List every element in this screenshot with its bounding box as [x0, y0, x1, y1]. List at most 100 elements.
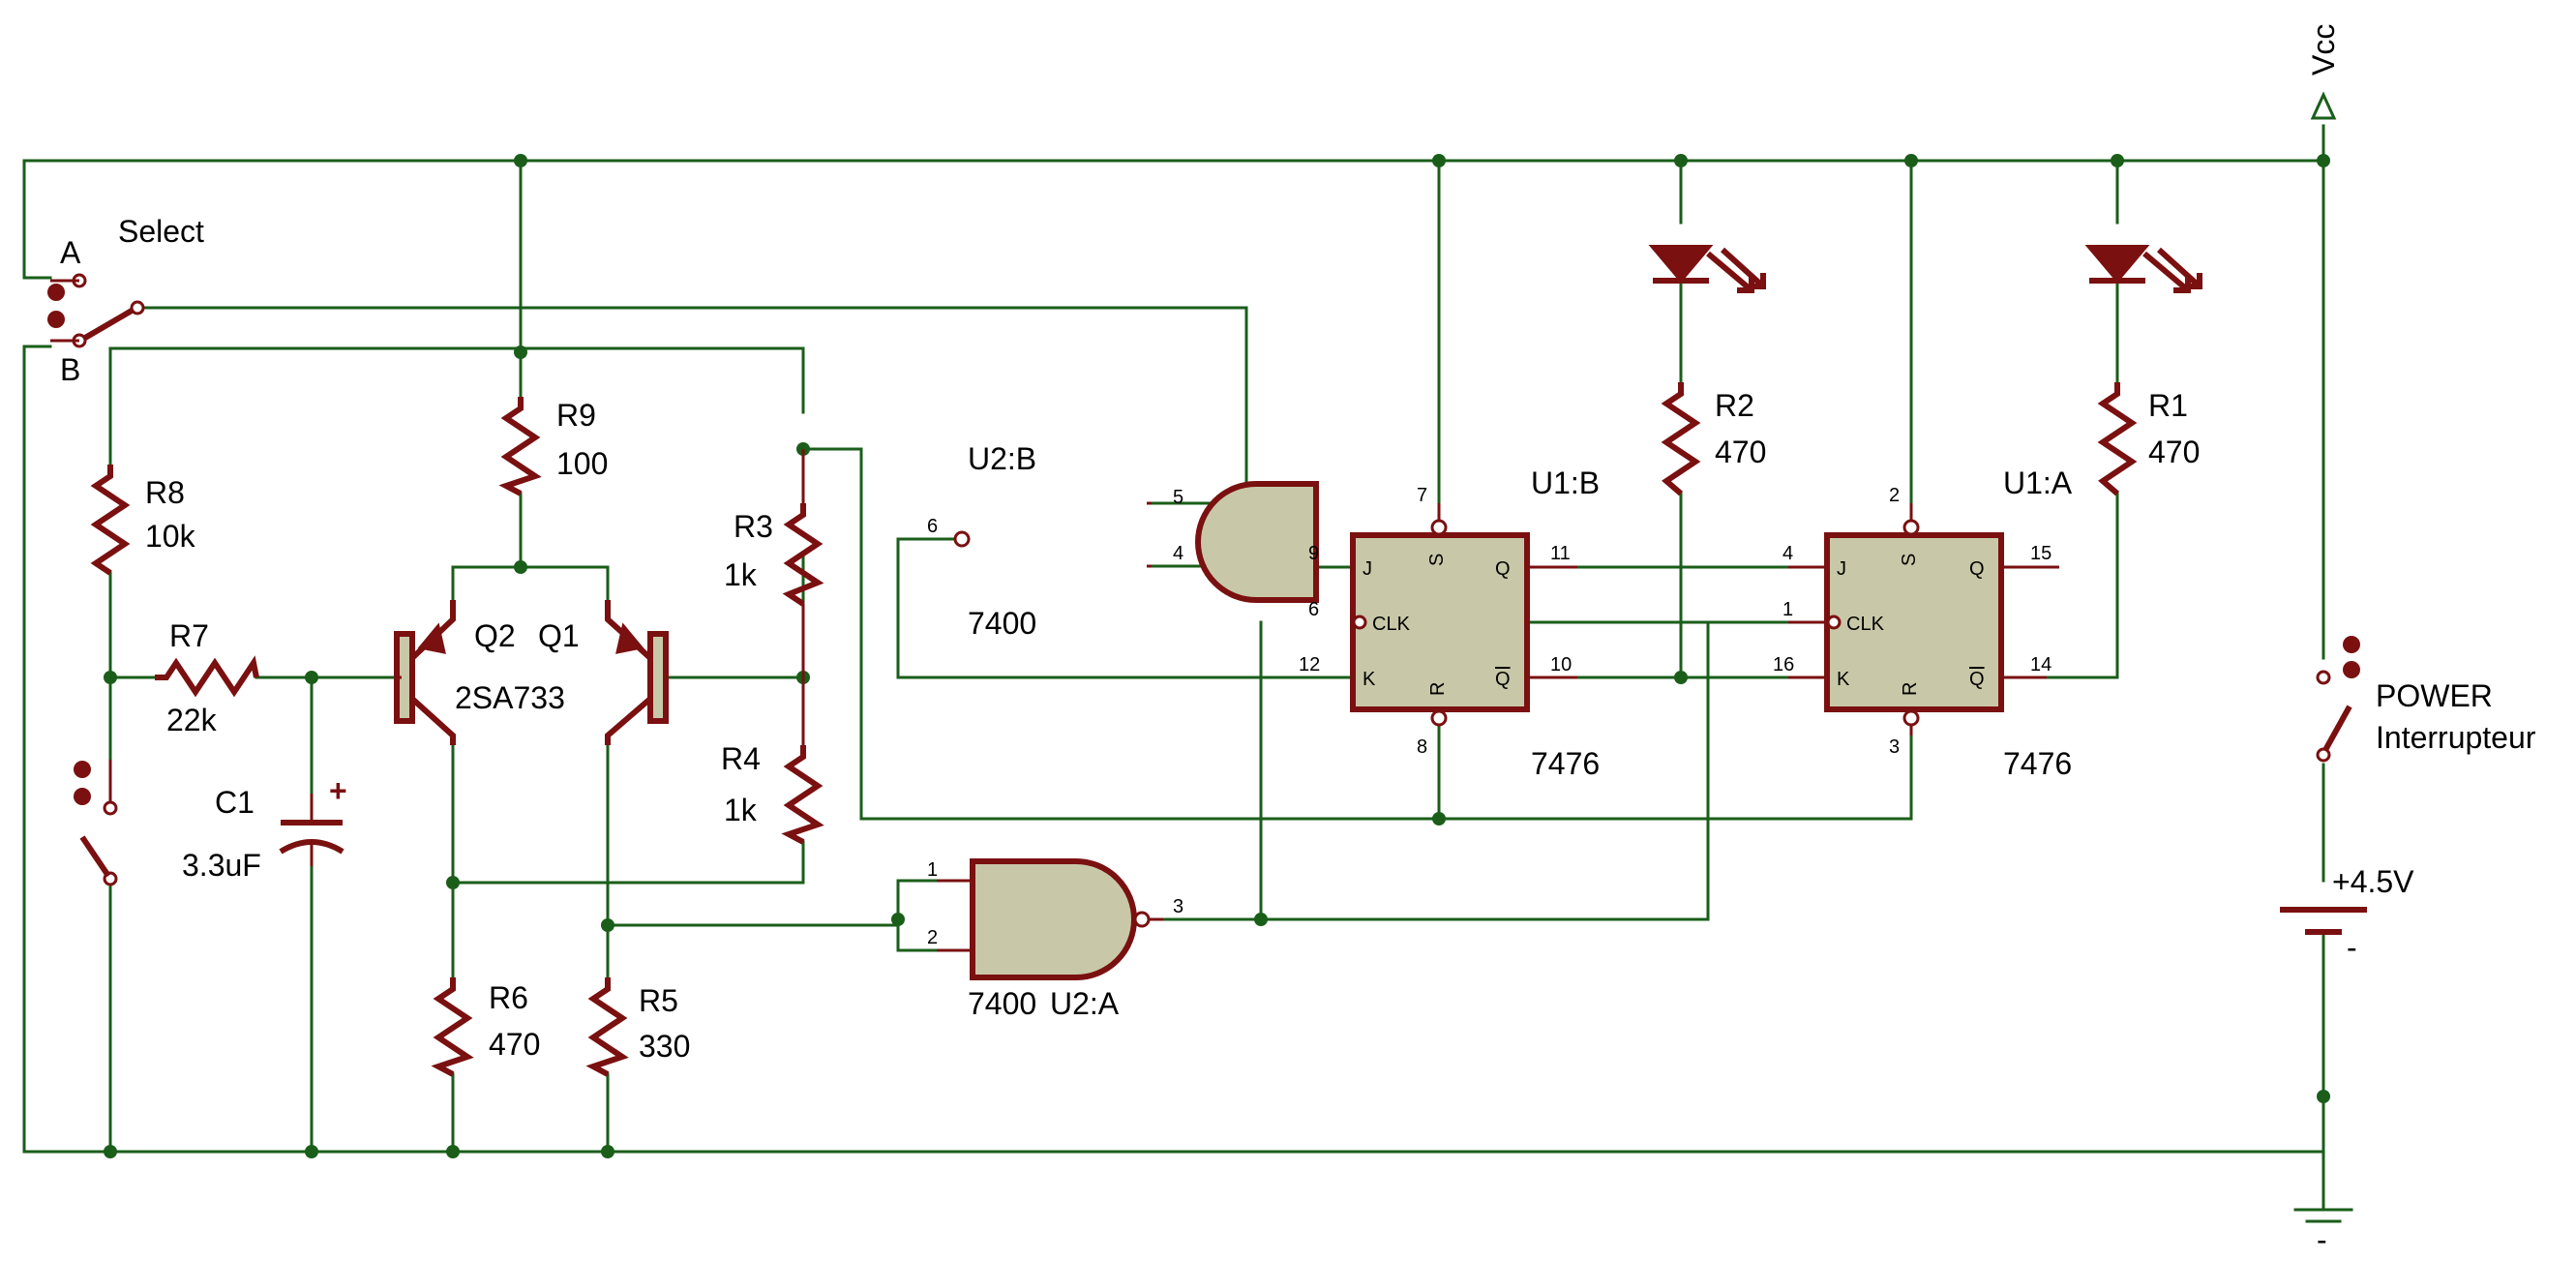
u1b-pin-s: 7: [1417, 485, 1427, 506]
junction-dot: [514, 154, 527, 167]
transistor-part: 2SA733: [455, 680, 565, 715]
nand-gate-u2b: 6 5 4 U2:B 7400: [927, 441, 1319, 641]
junction-dot: [1254, 913, 1268, 926]
select-switch[interactable]: Select A B: [47, 214, 204, 387]
select-title: Select: [118, 214, 204, 249]
u2a-ref: U2:A: [1050, 986, 1120, 1021]
vcc-label: Vcc: [2306, 24, 2341, 75]
junction-dot: [1904, 154, 1918, 167]
u1a-label-q: Q: [1969, 558, 1985, 580]
u1b-ref: U1:B: [1531, 465, 1600, 500]
u1b-label-q: Q: [1495, 558, 1511, 580]
r2-value: 470: [1715, 435, 1766, 469]
junction-dot: [514, 345, 527, 359]
u1a-part: 7476: [2003, 746, 2072, 781]
r8-value: 10k: [145, 519, 196, 554]
select-pos-a: A: [60, 235, 81, 270]
junction-dot: [891, 913, 905, 926]
junction-dot: [2111, 154, 2124, 167]
u1b-pin-k: 12: [1299, 654, 1320, 676]
u2b-ref: U2:B: [968, 441, 1036, 476]
ground-minus: -: [2317, 1222, 2327, 1257]
r1-ref: R1: [2148, 388, 2188, 423]
junction-dot: [1432, 812, 1446, 826]
power-switch[interactable]: POWER Interrupteur: [2316, 636, 2536, 763]
r4-value: 1k: [724, 793, 758, 827]
resistor-r9: R9 100: [498, 397, 608, 496]
u2b-pin-b: 4: [1173, 543, 1183, 564]
u1b-label-k: K: [1363, 669, 1376, 690]
u1a-label-qbar: Q: [1969, 669, 1985, 690]
junction-dot: [305, 1145, 318, 1158]
u1a-label-s: S: [1899, 554, 1920, 566]
q2-ref: Q2: [474, 618, 516, 653]
junction-dot: [1432, 154, 1446, 167]
vcc-terminal: Vcc: [2306, 24, 2341, 120]
u2b-part: 7400: [968, 606, 1036, 641]
u1a-ref: U1:A: [2003, 465, 2073, 500]
u2b-pin-a: 5: [1173, 487, 1183, 508]
u2a-output-bubble: [1133, 911, 1151, 928]
switch-common: [130, 300, 145, 315]
resistor-r3: R3 1k: [724, 449, 824, 677]
battery-minus: -: [2347, 930, 2357, 965]
flipflop-u1b: J S Q CLK K R Q 9 7 11 6 12 8 10 U1:B 74…: [1299, 465, 1600, 781]
u1a-pin-j: 4: [1782, 543, 1793, 564]
u1b-part: 7476: [1531, 746, 1600, 781]
r9-ref: R9: [556, 398, 596, 433]
u2a-part: 7400: [968, 986, 1036, 1021]
u1b-label-j: J: [1363, 558, 1372, 580]
c1-plus: +: [329, 773, 347, 808]
u1a-label-clk: CLK: [1846, 614, 1885, 635]
u1a-label-j: J: [1837, 558, 1846, 580]
resistor-r7: R7 22k: [155, 618, 259, 737]
junction-dot: [1674, 671, 1688, 684]
resistor-r1: R1 470: [2097, 382, 2200, 496]
u1a-pin-k: 16: [1773, 654, 1794, 676]
u1a-pin-r: 3: [1889, 736, 1900, 758]
battery: +4.5V -: [2280, 864, 2414, 965]
switch-lever: [83, 308, 134, 341]
r3-ref: R3: [734, 509, 773, 544]
junction-dot: [2317, 154, 2330, 167]
u1a-pin-q: 15: [2030, 543, 2052, 564]
junction-dot: [305, 671, 318, 684]
u2a-pin-a: 1: [927, 859, 938, 881]
r5-value: 330: [639, 1029, 690, 1064]
power-switch-label-2: Interrupteur: [2376, 720, 2536, 755]
led-d1: [1648, 245, 1766, 293]
u2a-pin-b: 2: [927, 927, 938, 948]
u2b-output-bubble: [953, 530, 971, 548]
r7-value: 22k: [166, 703, 218, 737]
resistor-r2: R2 470: [1661, 382, 1766, 496]
transistor-q1: Q2 Q1 2SA733: [455, 600, 669, 745]
r2-ref: R2: [1715, 388, 1754, 423]
u2a-pin-out: 3: [1173, 896, 1183, 917]
r5-ref: R5: [639, 983, 678, 1018]
r4-ref: R4: [721, 741, 761, 776]
r6-value: 470: [489, 1027, 540, 1062]
battery-voltage: +4.5V: [2332, 864, 2414, 899]
junction-dot: [601, 1145, 614, 1158]
power-switch-label-1: POWER: [2376, 678, 2493, 713]
push-button-switch[interactable]: [74, 760, 118, 886]
select-pos-b: B: [60, 352, 80, 387]
junction-dot: [104, 1145, 117, 1158]
r8-ref: R8: [145, 475, 185, 510]
c1-value: 3.3uF: [182, 848, 261, 883]
r6-ref: R6: [489, 980, 528, 1015]
r1-value: 470: [2148, 435, 2200, 469]
junction-dot: [601, 918, 614, 932]
u1b-pin-r: 8: [1417, 736, 1427, 758]
r3-value: 1k: [724, 557, 758, 592]
u1b-pin-j: 9: [1308, 543, 1319, 564]
u1b-pin-q: 11: [1550, 543, 1571, 564]
junction-dot: [1674, 154, 1688, 167]
u1b-pin-qbar: 10: [1550, 654, 1572, 676]
resistor-r5: R5 330: [585, 977, 690, 1077]
u1a-pin-s: 2: [1889, 485, 1900, 506]
capacitor-c1: + C1 3.3uF: [182, 773, 347, 883]
q1-ref: Q1: [538, 618, 580, 653]
u1b-label-r: R: [1427, 682, 1449, 696]
